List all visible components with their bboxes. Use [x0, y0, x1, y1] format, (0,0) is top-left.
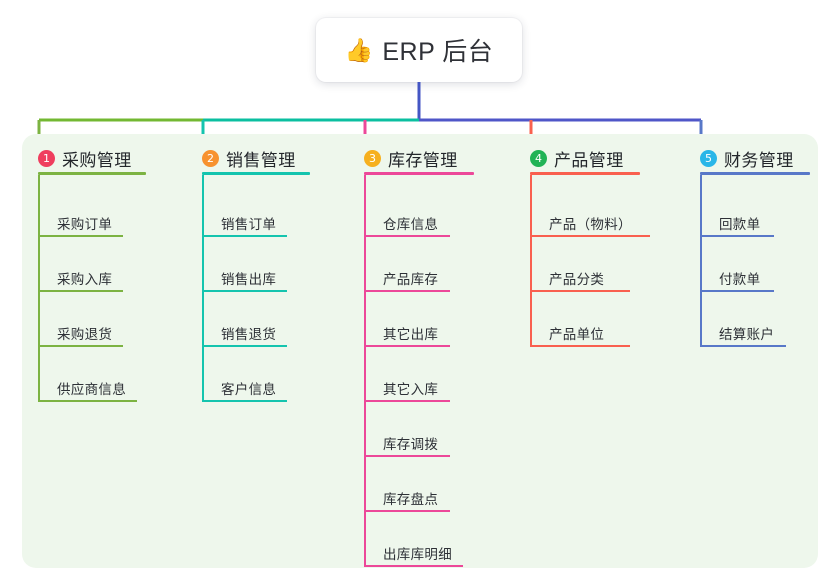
leaf-item-rule	[364, 510, 450, 512]
column-title-1: 采购管理	[62, 151, 132, 170]
leaf-item-rule	[530, 290, 630, 292]
leaf-item-label: 采购订单	[57, 217, 113, 232]
leaf-item[interactable]: 产品（物料）	[530, 207, 662, 237]
leaf-item-rule	[38, 400, 137, 402]
leaf-item-rule	[530, 345, 630, 347]
leaf-item-rule	[700, 235, 774, 237]
leaf-item-label: 销售退货	[221, 327, 277, 342]
leaf-item[interactable]: 产品单位	[530, 317, 642, 347]
leaf-item[interactable]: 库存盘点	[364, 482, 462, 512]
column-header-1[interactable]: 1 采购管理	[38, 146, 132, 171]
root-node-title: ERP 后台	[382, 38, 494, 66]
leaf-item-label: 采购入库	[57, 272, 113, 287]
root-node-content: 👍 ERP 后台	[345, 32, 494, 68]
column-badge-5: 5	[700, 150, 717, 167]
leaf-item[interactable]: 销售订单	[202, 207, 299, 237]
mindmap-panel: 1 采购管理采购订单采购入库采购退货供应商信息 2 销售管理销售订单销售出库销售退货客…	[22, 134, 818, 568]
leaf-item-rule	[364, 455, 450, 457]
leaf-item-label: 结算账户	[719, 327, 775, 342]
column-rule-1	[38, 172, 146, 175]
leaf-item-label: 库存调拨	[383, 437, 439, 452]
leaf-item-rule	[38, 290, 123, 292]
leaf-item-label: 产品库存	[383, 272, 439, 287]
leaf-item-rule	[700, 345, 786, 347]
leaf-item-rule	[202, 400, 287, 402]
leaf-item-rule	[364, 345, 450, 347]
column-rule-5	[700, 172, 810, 175]
leaf-item[interactable]: 其它入库	[364, 372, 462, 402]
column-title-4: 产品管理	[554, 151, 624, 170]
column-header-4[interactable]: 4 产品管理	[530, 146, 624, 171]
column-badge-4: 4	[530, 150, 547, 167]
leaf-item[interactable]: 仓库信息	[364, 207, 462, 237]
leaf-item-label: 产品（物料）	[549, 217, 632, 232]
leaf-item-label: 产品单位	[549, 327, 605, 342]
leaf-item-label: 产品分类	[549, 272, 605, 287]
leaf-item[interactable]: 付款单	[700, 262, 786, 292]
column-badge-2: 2	[202, 150, 219, 167]
leaf-item-rule	[700, 290, 774, 292]
column-header-3[interactable]: 3 库存管理	[364, 146, 458, 171]
leaf-item-rule	[364, 565, 463, 567]
leaf-item-label: 仓库信息	[383, 217, 439, 232]
column-trunk-5	[700, 175, 702, 347]
leaf-item-rule	[38, 235, 123, 237]
column-badge-3: 3	[364, 150, 381, 167]
leaf-item-label: 其它出库	[383, 327, 439, 342]
leaf-item-rule	[38, 345, 123, 347]
column-header-5[interactable]: 5 财务管理	[700, 146, 794, 171]
leaf-item-rule	[202, 345, 287, 347]
column-rule-2	[202, 172, 310, 175]
leaf-item-label: 客户信息	[221, 382, 277, 397]
leaf-item[interactable]: 销售退货	[202, 317, 299, 347]
leaf-item[interactable]: 结算账户	[700, 317, 798, 347]
leaf-item[interactable]: 采购订单	[38, 207, 135, 237]
thumbs-up-icon: 👍	[344, 36, 374, 63]
leaf-item-label: 销售出库	[221, 272, 277, 287]
leaf-item[interactable]: 销售出库	[202, 262, 299, 292]
column-title-3: 库存管理	[388, 151, 458, 170]
leaf-item-label: 采购退货	[57, 327, 113, 342]
leaf-item-label: 付款单	[719, 272, 761, 287]
column-badge-1: 1	[38, 150, 55, 167]
leaf-item-label: 其它入库	[383, 382, 439, 397]
column-trunk-2	[202, 175, 204, 402]
column-trunk-3	[364, 175, 366, 567]
leaf-item[interactable]: 供应商信息	[38, 372, 149, 402]
leaf-item[interactable]: 其它出库	[364, 317, 462, 347]
column-rule-4	[530, 172, 640, 175]
leaf-item[interactable]: 回款单	[700, 207, 786, 237]
leaf-item[interactable]: 采购入库	[38, 262, 135, 292]
leaf-item[interactable]: 产品分类	[530, 262, 642, 292]
leaf-item-rule	[202, 235, 287, 237]
column-header-2[interactable]: 2 销售管理	[202, 146, 296, 171]
root-node-card[interactable]: 👍 ERP 后台	[316, 18, 522, 82]
column-trunk-1	[38, 175, 40, 402]
leaf-item-rule	[364, 400, 450, 402]
leaf-item-label: 供应商信息	[57, 382, 126, 397]
leaf-item[interactable]: 产品库存	[364, 262, 462, 292]
leaf-item[interactable]: 采购退货	[38, 317, 135, 347]
leaf-item-rule	[364, 235, 450, 237]
leaf-item-rule	[530, 235, 650, 237]
column-trunk-4	[530, 175, 532, 347]
leaf-item[interactable]: 库存调拨	[364, 427, 462, 457]
leaf-item-label: 销售订单	[221, 217, 277, 232]
leaf-item-label: 出库库明细	[383, 547, 452, 562]
leaf-item[interactable]: 客户信息	[202, 372, 299, 402]
column-title-5: 财务管理	[724, 151, 794, 170]
leaf-item-rule	[364, 290, 450, 292]
column-rule-3	[364, 172, 474, 175]
leaf-item[interactable]: 出库库明细	[364, 537, 475, 567]
leaf-item-rule	[202, 290, 287, 292]
column-title-2: 销售管理	[226, 151, 296, 170]
leaf-item-label: 回款单	[719, 217, 761, 232]
leaf-item-label: 库存盘点	[383, 492, 439, 507]
